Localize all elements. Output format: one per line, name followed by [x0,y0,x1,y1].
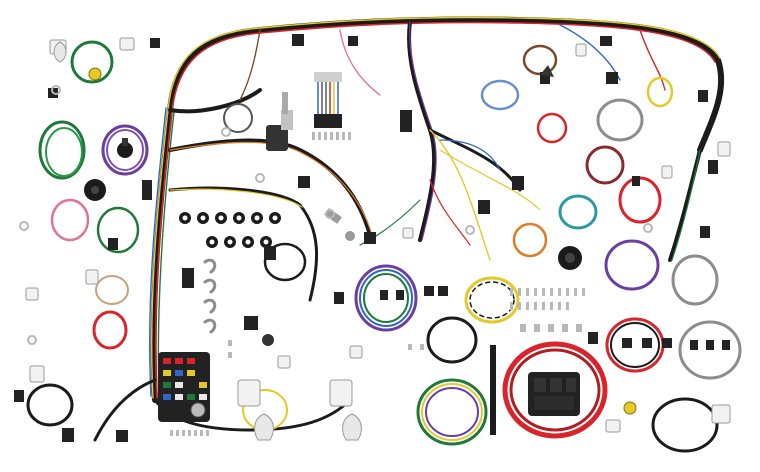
ignition-switch [266,92,293,151]
wire-coils [26,40,742,453]
coil-purple [101,124,149,176]
ribbon-connector [314,72,342,128]
coil-green-bottom [416,378,488,446]
coil-blue-top [480,79,520,111]
coil-purple-right [604,239,660,291]
coil-green-top [70,40,114,84]
main-harness-trunk [93,16,725,442]
coil-pink [50,198,90,242]
coil-black-bottom-right [651,397,719,453]
terminals [170,132,585,436]
coil-green-mid [96,206,140,254]
coil-black-center [263,242,307,282]
ring-terminals [19,85,653,345]
coil-yellow-right [646,76,674,108]
coil-gray-mid [223,103,253,133]
coil-red-left [92,310,128,350]
pigtail-loom [490,345,496,435]
coil-tan [95,275,129,305]
coil-red-center [536,112,568,144]
coil-red-large [502,341,608,439]
coil-yellow-black [464,276,520,324]
coil-black-mid [426,316,478,364]
connectors-black [14,34,730,442]
coil-red-brown-right [585,145,625,185]
coil-gray-right [596,98,644,142]
coil-teal [558,194,598,230]
bulb-sockets [53,41,362,441]
coil-gray-bottom-right [678,320,742,380]
coil-multi-center [354,264,418,332]
coil-orange-mid [512,222,548,258]
coil-green-left [38,120,86,180]
coil-gray-far-right [671,254,719,306]
grommets [84,179,582,270]
fuse-box [158,352,210,422]
coil-black-bottom-left [26,383,74,427]
bulb-socket-clips [179,212,281,248]
relay-box [528,372,580,416]
hook-sockets [203,258,217,334]
